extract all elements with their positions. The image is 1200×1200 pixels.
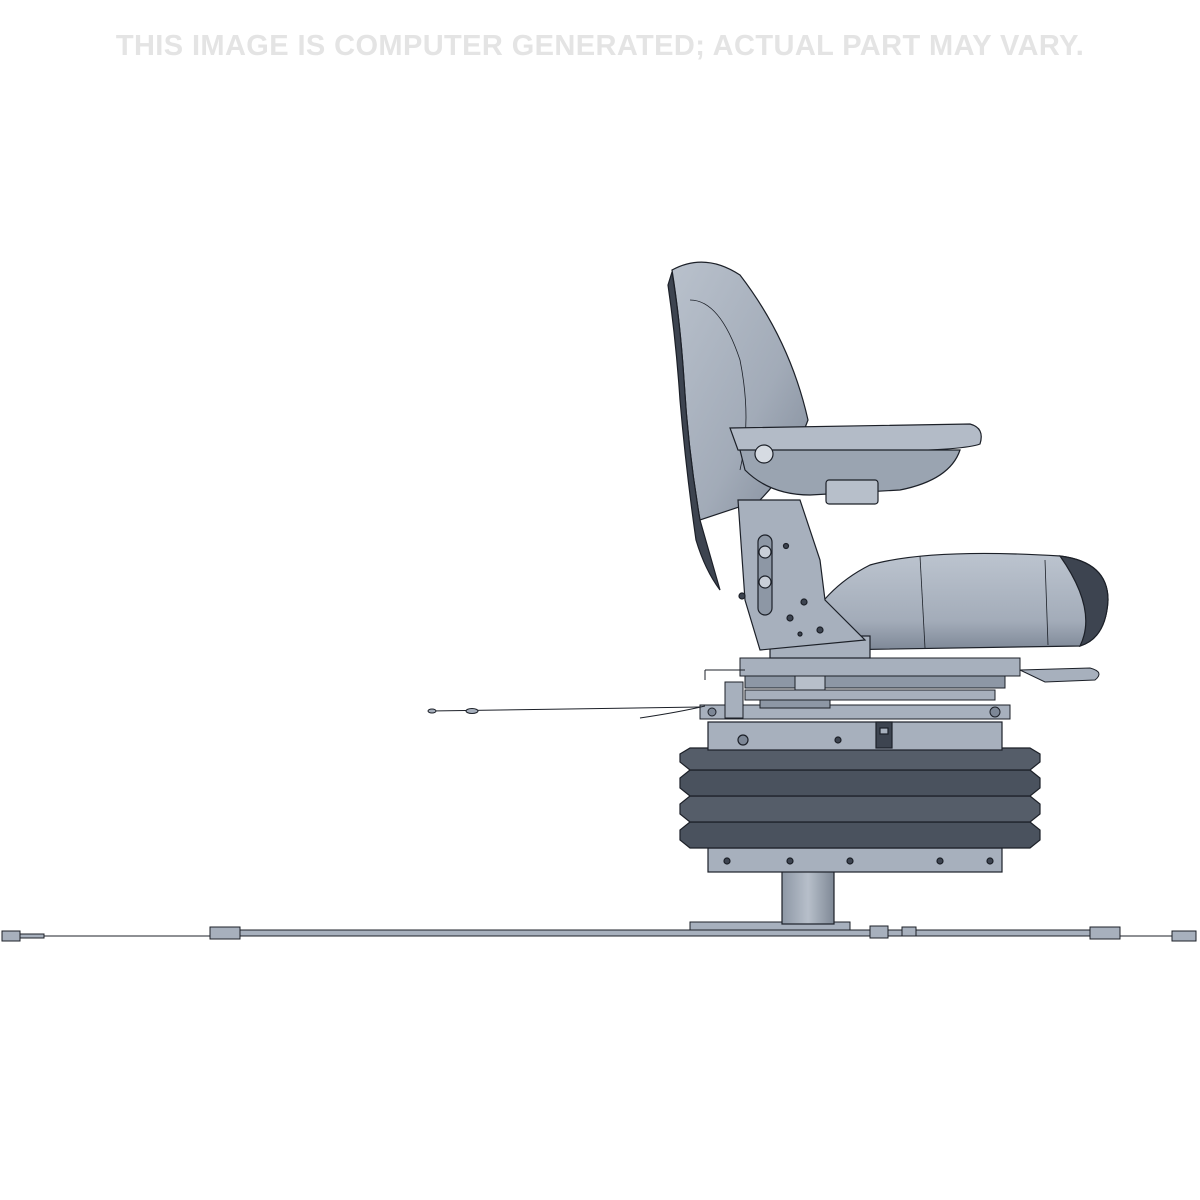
floor-rail (1, 921, 1197, 942)
disclaimer-text: THIS IMAGE IS COMPUTER GENERATED; ACTUAL… (115, 30, 1085, 62)
armrest (729, 423, 982, 505)
side-bracket (737, 499, 867, 651)
release-cable (427, 705, 706, 719)
suspension-bellows (679, 721, 1041, 873)
slide-rails (699, 657, 1100, 720)
